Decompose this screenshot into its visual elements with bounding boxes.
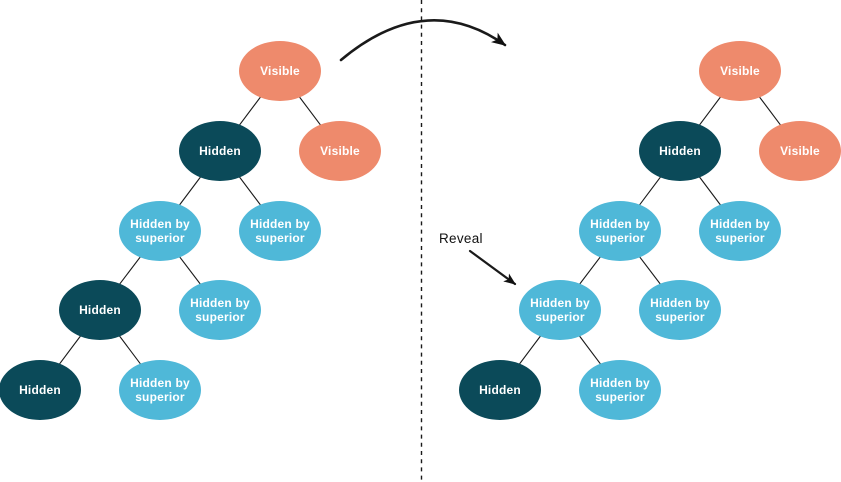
node-label: Visible bbox=[320, 143, 360, 158]
node-label: Visible bbox=[780, 143, 820, 158]
node-label: Hidden by superior bbox=[650, 295, 710, 324]
left-tree-node-visible: Visible bbox=[299, 121, 381, 181]
right-tree-node-hidden-leaf: Hidden bbox=[459, 360, 541, 420]
node-label: Visible bbox=[260, 63, 300, 78]
node-label: Hidden by superior bbox=[250, 216, 310, 245]
left-tree-node-hidden: Hidden bbox=[179, 121, 261, 181]
reveal-annotation-label: Reveal bbox=[439, 231, 483, 246]
right-tree-node-root-visible: Visible bbox=[699, 41, 781, 101]
transition-curved-arrow bbox=[339, 19, 507, 62]
left-tree-node-hidden-by-superior: Hidden by superior bbox=[119, 201, 201, 261]
node-label: Hidden bbox=[659, 143, 701, 158]
left-tree-node-hidden-explicit: Hidden bbox=[59, 280, 141, 340]
node-label: Hidden bbox=[199, 143, 241, 158]
right-tree-node-hidden-by-superior-leaf: Hidden by superior bbox=[579, 360, 661, 420]
node-label: Hidden by superior bbox=[590, 216, 650, 245]
node-label: Hidden bbox=[79, 302, 121, 317]
node-label: Hidden by superior bbox=[590, 375, 650, 404]
left-tree-node-root-visible: Visible bbox=[239, 41, 321, 101]
left-tree-node-hidden-leaf: Hidden bbox=[0, 360, 81, 420]
right-tree-node-hidden-by-superior: Hidden by superior bbox=[579, 201, 661, 261]
node-label: Hidden by superior bbox=[130, 375, 190, 404]
node-label: Hidden by superior bbox=[710, 216, 770, 245]
right-tree-node-hidden-by-superior: Hidden by superior bbox=[699, 201, 781, 261]
right-tree-node-hidden-by-superior: Hidden by superior bbox=[639, 280, 721, 340]
node-label: Hidden bbox=[19, 382, 61, 397]
right-tree-node-hidden: Hidden bbox=[639, 121, 721, 181]
left-tree-node-hidden-by-superior: Hidden by superior bbox=[239, 201, 321, 261]
node-label: Hidden by superior bbox=[130, 216, 190, 245]
node-label: Hidden bbox=[479, 382, 521, 397]
reveal-arrow bbox=[468, 249, 517, 286]
left-tree-node-hidden-by-superior-leaf: Hidden by superior bbox=[119, 360, 201, 420]
right-tree-node-revealed: Hidden by superior bbox=[519, 280, 601, 340]
node-label: Hidden by superior bbox=[530, 295, 590, 324]
right-tree-node-visible: Visible bbox=[759, 121, 841, 181]
node-label: Hidden by superior bbox=[190, 295, 250, 324]
left-tree-node-hidden-by-superior: Hidden by superior bbox=[179, 280, 261, 340]
node-label: Visible bbox=[720, 63, 760, 78]
